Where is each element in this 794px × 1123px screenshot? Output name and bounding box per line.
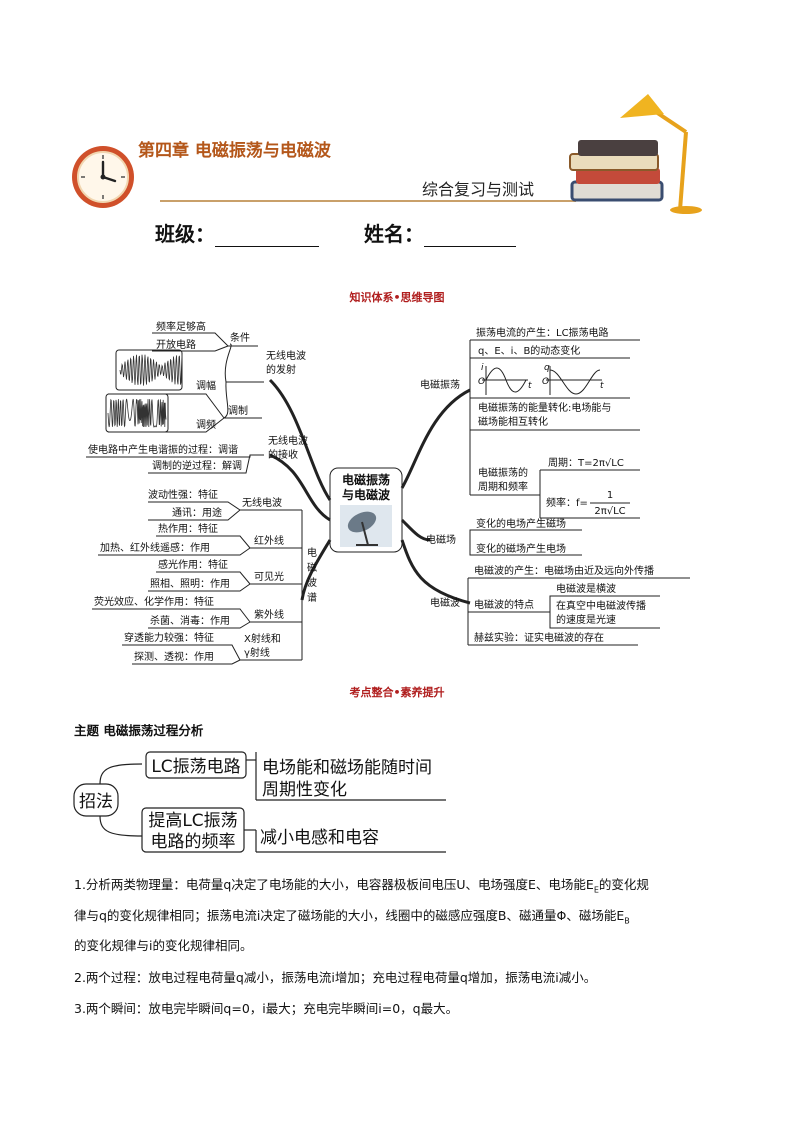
radio-label: 无线电波 <box>242 496 282 509</box>
launch-label-2: 的发射 <box>266 363 296 376</box>
ir-2: 加热、红外线遥感：作用 <box>100 541 210 554</box>
graph-o-2: O <box>542 377 549 387</box>
am-label: 调幅 <box>196 379 216 392</box>
uv-2: 杀菌、消毒：作用 <box>150 614 230 627</box>
ir-label: 红外线 <box>254 534 284 547</box>
center-line2: 与电磁波 <box>342 487 391 502</box>
graph-q: q <box>544 363 550 373</box>
field-2: 变化的磁场产生电场 <box>476 542 566 555</box>
modulation-label: 调制 <box>228 404 248 417</box>
wave-feat-2a: 在真空中电磁波传播 <box>556 599 646 612</box>
osc-2: q、E、i、B的动态变化 <box>478 344 580 357</box>
launch-label-1: 无线电波 <box>266 349 306 362</box>
subtitle: 综合复习与测试 <box>422 180 535 199</box>
ir-1: 热作用：特征 <box>158 522 218 535</box>
open-circuit: 开放电路 <box>156 338 196 351</box>
name-field[interactable]: 姓名： <box>364 218 516 247</box>
graph-t-2: t <box>600 381 604 391</box>
receive-label-2: 的接收 <box>268 448 298 461</box>
radio-2: 通讯：用途 <box>172 506 222 519</box>
clock-icon <box>70 144 136 210</box>
class-field[interactable]: 班级： <box>155 218 319 247</box>
xray-label-2: γ射线 <box>244 646 270 659</box>
paragraph-3: 3.两个瞬间：放电完毕瞬间q=0，i最大；充电完毕瞬间i=0，q最大。 <box>74 1001 459 1016</box>
wave-1: 电磁波的产生：电磁场由近及远向外传播 <box>474 564 654 577</box>
spectrum-3: 波 <box>307 576 317 589</box>
vis-1: 感光作用：特征 <box>158 558 228 571</box>
wave-feat-2b: 的速度是光速 <box>556 613 616 626</box>
osc-3b: 磁场能相互转化 <box>478 415 548 428</box>
field-label: 电磁场 <box>426 533 456 546</box>
x-2: 探测、透视：作用 <box>134 650 214 663</box>
class-blank[interactable] <box>215 226 319 247</box>
method-label: 招法 <box>79 792 113 812</box>
spectrum-2: 磁 <box>307 561 317 574</box>
wave-feat: 电磁波的特点 <box>474 598 534 611</box>
name-label: 姓名： <box>364 222 424 246</box>
demod: 调制的逆过程：解调 <box>152 459 242 472</box>
xray-label-1: X射线和 <box>244 632 281 645</box>
center-line1: 电磁振荡 <box>342 472 390 487</box>
graph-t-1: t <box>528 381 532 391</box>
freq-den: 2π√LC <box>594 506 625 517</box>
period-label-2: 周期和频率 <box>478 480 528 493</box>
method-diagram: 招法 LC振荡电路 电场能和磁场能随时间 周期性变化 提高LC振荡 电路的频率 … <box>73 751 446 853</box>
graph-i-1: i <box>481 363 484 373</box>
vis-2: 照相、照明：作用 <box>150 577 230 590</box>
branch2-label-2: 电路的频率 <box>151 832 236 852</box>
receive-label-1: 无线电波 <box>268 434 308 447</box>
para1-line3: 的变化规律与i的变化规律相同。 <box>74 938 253 953</box>
freq-prefix: 频率：f= <box>546 496 588 509</box>
graph-o-1: O <box>478 377 485 387</box>
uv-label: 紫外线 <box>254 608 284 621</box>
wave-feat-1: 电磁波是横波 <box>556 582 616 595</box>
branch2-label-1: 提高LC振荡 <box>148 811 237 831</box>
para1-line1: 1.分析两类物理量：电荷量q决定了电场能的大小，电容器极板间电压U、电场强度E、… <box>74 877 649 895</box>
mindmap-section-title: 知识体系•思维导图 <box>349 291 445 304</box>
paragraph-2: 2.两个过程：放电过程电荷量q减小，振荡电流i增加；充电过程电荷量q增加，振荡电… <box>74 970 597 985</box>
topic-title: 主题 电磁振荡过程分析 <box>74 723 204 738</box>
header-rule <box>160 200 576 202</box>
branch1-desc-2: 周期性变化 <box>262 780 347 800</box>
freq-high: 频率足够高 <box>156 320 206 333</box>
osc-3a: 电磁振荡的能量转化:电场能与 <box>478 401 611 414</box>
period: 周期：T=2π√LC <box>548 457 624 469</box>
conditions-label: 条件 <box>230 331 250 344</box>
radio-1: 波动性强：特征 <box>148 488 218 501</box>
tuning: 使电路中产生电谐振的过程：调谐 <box>88 443 238 456</box>
class-label: 班级： <box>155 222 215 246</box>
period-label-1: 电磁振荡的 <box>478 466 528 479</box>
freq-num: 1 <box>607 490 613 501</box>
fm-label: 调频 <box>196 418 216 431</box>
name-blank[interactable] <box>424 226 516 247</box>
wave-label: 电磁波 <box>430 596 460 609</box>
exam-section-title: 考点整合•素养提升 <box>349 686 445 699</box>
osc-1: 振荡电流的产生：LC振荡电路 <box>476 326 609 339</box>
spectrum-4: 谱 <box>307 591 317 604</box>
field-1: 变化的电场产生磁场 <box>476 517 566 530</box>
fm-waveform <box>107 398 167 428</box>
am-waveform <box>119 354 183 386</box>
osc-label: 电磁振荡 <box>420 378 460 391</box>
branch2-desc: 减小电感和电容 <box>260 828 379 848</box>
books-lamp-illustration <box>568 92 718 216</box>
paragraph-1: 1.分析两类物理量：电荷量q决定了电场能的大小，电容器极板间电压U、电场强度E、… <box>74 872 724 958</box>
x-1: 穿透能力较强：特征 <box>124 631 214 644</box>
branch1-label: LC振荡电路 <box>151 757 240 777</box>
para1-line2: 律与q的变化规律相同；振荡电流i决定了磁场能的大小，线圈中的磁感应强度B、磁通量… <box>74 907 630 926</box>
hertz: 赫兹实验：证实电磁波的存在 <box>474 631 604 644</box>
chapter-title: 第四章 电磁振荡与电磁波 <box>138 141 331 161</box>
branch1-desc-1: 电场能和磁场能随时间 <box>262 758 432 778</box>
mind-map: 电磁振荡 与电磁波 无线电波 的发射 条件 频率足够高 开放电路 调制 调幅 调… <box>86 320 690 665</box>
uv-1: 荧光效应、化学作用：特征 <box>94 595 214 608</box>
center-box <box>329 467 403 553</box>
antenna-image <box>340 505 392 547</box>
visible-label: 可见光 <box>254 570 284 583</box>
spectrum-1: 电 <box>307 546 317 559</box>
